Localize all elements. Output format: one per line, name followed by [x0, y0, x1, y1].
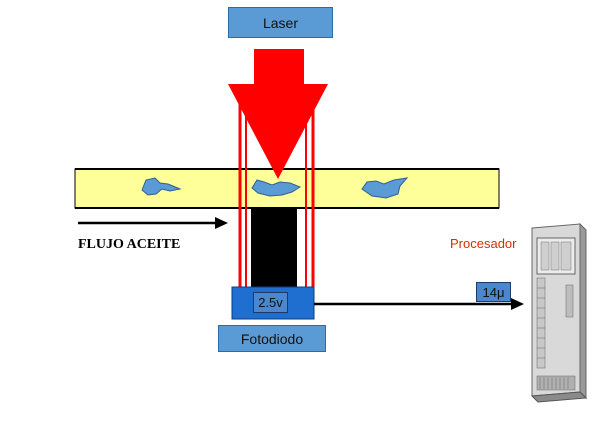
- flow-arrow-head: [215, 217, 228, 229]
- sensor-block: [251, 207, 297, 287]
- laser-label: Laser: [262, 14, 299, 31]
- processor-signal-text: 14μ: [482, 284, 505, 300]
- particle-1: [141, 177, 182, 196]
- photodiode-label-box: Fotodiodo: [218, 325, 326, 352]
- processor-tower: [530, 222, 588, 403]
- particle-3: [361, 177, 409, 199]
- processor-label: Procesador: [450, 236, 517, 251]
- processor-signal-box: 14μ: [476, 282, 511, 302]
- laser-label-box: Laser: [228, 7, 333, 38]
- laser-arrow: [228, 49, 328, 179]
- photodiode-reading-text: 2.5v: [258, 295, 283, 310]
- flow-label: FLUJO ACEITE: [78, 237, 181, 252]
- photodiode-reading: 2.5v: [253, 292, 288, 313]
- signal-arrow-head: [511, 298, 524, 310]
- photodiode-label: Fotodiodo: [240, 330, 304, 347]
- particle-2: [251, 179, 302, 197]
